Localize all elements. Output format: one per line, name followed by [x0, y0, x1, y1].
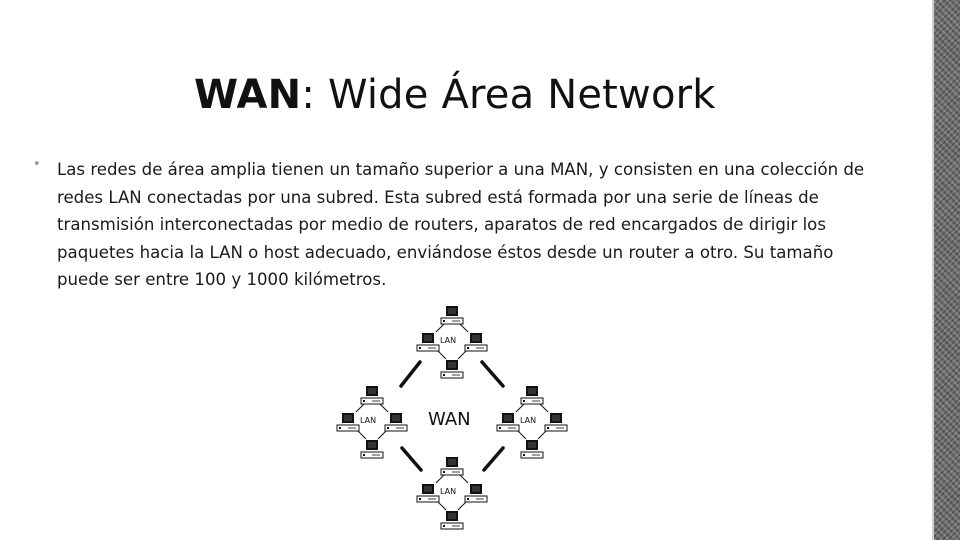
lan-left-computer-4: [360, 439, 384, 459]
bullet-text: Las redes de área amplia tienen un tamañ…: [57, 160, 865, 289]
lan-top-label: LAN: [440, 336, 456, 345]
wan-center-label: WAN: [428, 409, 471, 430]
lan-top-computer-4: [440, 359, 464, 379]
title-acronym: WAN: [194, 72, 302, 118]
wan-diagram: WAN LAN: [320, 300, 585, 540]
lan-top-computer-3: [464, 332, 488, 352]
wan-links: [399, 360, 505, 472]
lan-group-top: LAN: [416, 305, 488, 379]
wan-link-bottom-right: [482, 446, 505, 472]
lan-left-computer-3: [384, 412, 408, 432]
lan-left-computer-2: [336, 412, 360, 432]
slide-title: WAN: Wide Área Network: [194, 72, 716, 118]
lan-right-label: LAN: [520, 416, 536, 425]
lan-bottom-computer-3: [464, 483, 488, 503]
lan-right-computer-2: [496, 412, 520, 432]
sidebar-edge: [932, 0, 934, 540]
lan-bottom-label: LAN: [440, 487, 456, 496]
lan-bottom-computer-1: [440, 456, 464, 476]
wan-diagram-svg: WAN LAN: [336, 305, 568, 530]
wan-link-bottom-left: [400, 446, 423, 472]
decorative-sidebar: [934, 0, 960, 540]
wan-link-top-right: [480, 360, 505, 388]
lan-top-computer-1: [440, 305, 464, 325]
bullet-marker: •: [33, 157, 41, 172]
lan-group-left: LAN: [336, 385, 408, 459]
title-expansion: : Wide Área Network: [301, 72, 716, 118]
wan-link-top-left: [399, 360, 422, 388]
lan-bottom-computer-2: [416, 483, 440, 503]
lan-right-computer-3: [544, 412, 568, 432]
lan-right-computer-4: [520, 439, 544, 459]
lan-top-computer-2: [416, 332, 440, 352]
lan-left-label: LAN: [360, 416, 376, 425]
lan-right-computer-1: [520, 385, 544, 405]
lan-group-bottom: LAN: [416, 456, 488, 530]
lan-group-right: LAN: [496, 385, 568, 459]
lan-left-computer-1: [360, 385, 384, 405]
lan-bottom-computer-4: [440, 510, 464, 530]
